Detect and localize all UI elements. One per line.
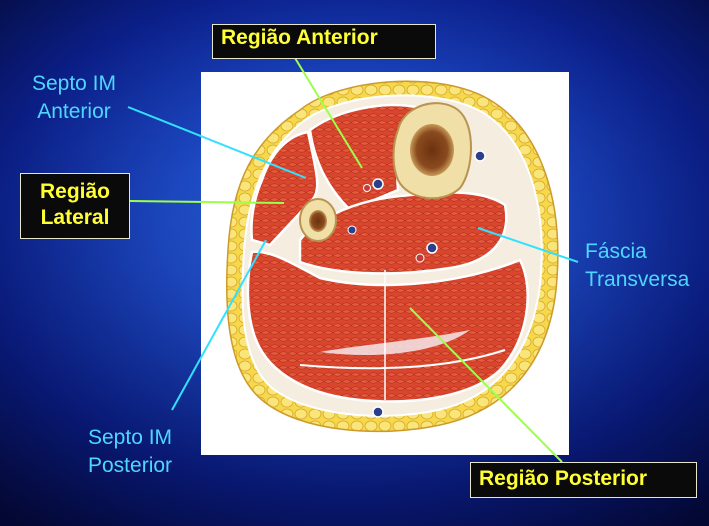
label-septo-posterior: Septo IM Posterior (88, 424, 172, 480)
label-fascia-line2: Transversa (585, 268, 690, 291)
label-septo-anterior-line1: Septo IM (31, 72, 117, 95)
pointer-septo-anterior (127, 106, 307, 179)
pointer-regiao-anterior (294, 57, 363, 169)
fibula-marrow (309, 210, 327, 232)
vessels (347, 150, 486, 418)
label-regiao-lateral: Região Lateral (20, 173, 130, 239)
label-regiao-posterior-text: Região Posterior (479, 467, 648, 490)
tibia-marrow (410, 124, 454, 176)
pointer-regiao-posterior (409, 307, 563, 463)
superficial-posterior-compartment (246, 250, 529, 403)
label-regiao-posterior: Região Posterior (470, 462, 697, 498)
label-fascia-transversa: Fáscia Transversa (585, 238, 689, 294)
label-regiao-lateral-line1: Região (39, 180, 110, 203)
label-septo-anterior-line2: Anterior (37, 100, 111, 123)
label-septo-posterior-line2: Posterior (88, 454, 173, 477)
label-regiao-anterior-text: Região Anterior (221, 26, 378, 49)
pointer-regiao-lateral (129, 200, 285, 204)
label-fascia-line1: Fáscia (585, 240, 647, 263)
deep-posterior-compartment (298, 191, 508, 275)
label-septo-anterior: Septo IM Anterior (26, 70, 122, 126)
label-regiao-anterior: Região Anterior (212, 24, 436, 59)
pointer-septo-posterior (171, 239, 267, 411)
label-regiao-lateral-line2: Lateral (40, 206, 110, 229)
pointer-fascia-transversa (477, 227, 579, 263)
label-septo-posterior-line1: Septo IM (88, 426, 173, 449)
